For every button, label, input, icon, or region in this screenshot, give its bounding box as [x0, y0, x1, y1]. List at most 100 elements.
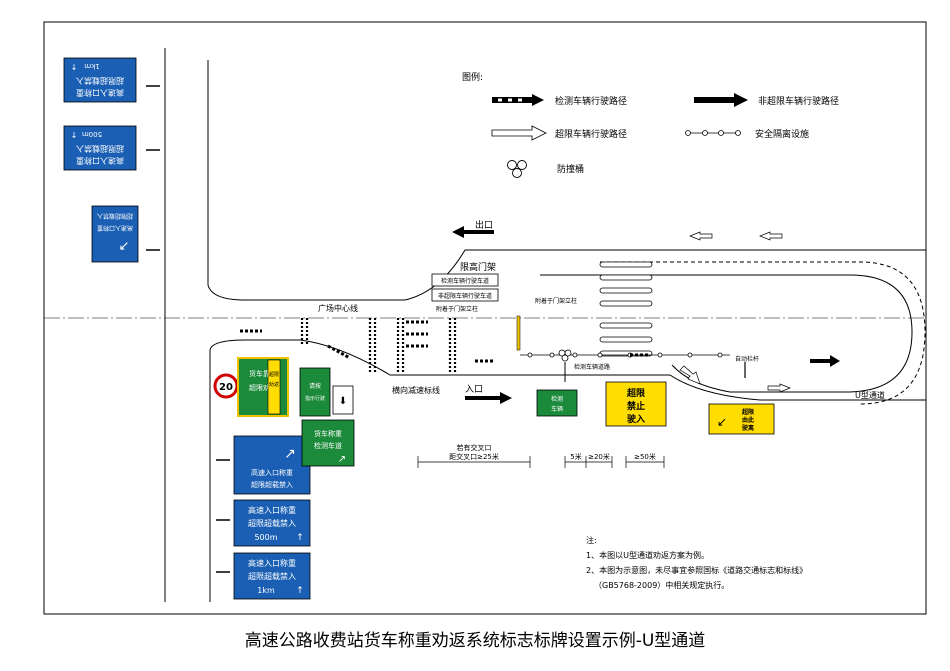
diagram-labels: 出口 入口 限高门架 广场中心线 横向减速标线 U型通道 自动栏杆 附着于门架立… — [318, 219, 885, 400]
transverse-markings — [300, 318, 457, 374]
svg-text:超限: 超限 — [741, 408, 754, 416]
svg-text:车辆: 车辆 — [551, 405, 563, 413]
overhead-sign-1: 检测车辆行驶车道 — [431, 273, 499, 287]
sign-yellow-exit: ↙ 超限 由此 驶离 — [708, 403, 775, 435]
notes-line: 1、本图以U型通道劝返方案为例。 — [586, 550, 709, 560]
notes: 注: 1、本图以U型通道劝返方案为例。 2、本图为示意图，未尽事宜参照国标《道路… — [586, 535, 807, 590]
svg-text:检测: 检测 — [551, 395, 563, 403]
arrow-diagonal-icon: ↗ — [338, 454, 346, 465]
svg-text:禁止: 禁止 — [627, 400, 645, 412]
notes-title: 注: — [586, 535, 597, 545]
sign-green-lane: 货车称重 检测车道 ↗ — [301, 419, 355, 467]
svg-text:高速入口称重: 高速入口称重 — [76, 88, 124, 98]
pole-label-mid: 附着于门架立柱 — [436, 305, 478, 313]
svg-text:500m: 500m — [254, 533, 277, 542]
svg-text:超限劝返: 超限劝返 — [249, 383, 277, 392]
toll-islands — [599, 261, 653, 357]
arrow-up-icon: ↑ — [71, 62, 78, 71]
plaza-centerline-label: 广场中心线 — [318, 303, 358, 313]
overhead-sign-2: 非超限车辆行驶车道 — [431, 288, 499, 302]
svg-text:1km: 1km — [84, 62, 100, 70]
sign-green-right: 货车靠右 超限劝返 ↗ — [237, 357, 289, 417]
overhead-sign-text: 非超限车辆行驶车道 — [438, 292, 492, 300]
svg-text:≥50米: ≥50米 — [634, 452, 656, 461]
svg-text:超限超载禁入: 超限超载禁入 — [97, 212, 133, 220]
exit-label: 出口 — [475, 219, 493, 231]
legend-label: 超限车辆行驶路径 — [555, 128, 627, 140]
svg-text:5米: 5米 — [570, 452, 581, 461]
sign-yellow-no-entry: 超限 禁止 驶入 — [605, 381, 667, 427]
path-arrows — [240, 226, 840, 404]
sign-white-arrow: ⬇ — [332, 385, 354, 415]
legend-label: 安全隔离设施 — [755, 128, 809, 140]
sign-turn-right: ↗ 高速入口称重 超限超载禁入 — [233, 435, 311, 495]
notes-line: （GB5768-2009）中相关规定执行。 — [594, 580, 729, 590]
sign-green-instruction: 请按 指示行驶 — [299, 367, 331, 417]
legend-detection-path-icon — [492, 94, 544, 106]
transverse-label: 横向减速标线 — [392, 385, 440, 395]
legend-normal-path-icon — [694, 93, 748, 107]
arrow-up-icon: ↑ — [71, 130, 78, 139]
svg-text:500m: 500m — [82, 130, 102, 138]
dimensions — [417, 456, 665, 468]
sign-500m: 高速入口称重 超限超载禁入 500m ↑ — [233, 499, 311, 547]
booth-label: 检测车辆道路 — [574, 363, 610, 371]
diagram-caption: 高速公路收费站货车称重劝返系统标志标牌设置示例-U型通道 — [244, 631, 706, 651]
svg-text:超限: 超限 — [626, 387, 646, 399]
svg-text:超限超载禁入: 超限超载禁入 — [248, 518, 296, 528]
dimension-labels: 若有交叉口 距交叉口≥25米 5米 ≥20米 ≥50米 — [449, 443, 656, 461]
svg-text:高速入口称重: 高速入口称重 — [97, 224, 133, 232]
legend-label: 非超限车辆行驶路径 — [758, 95, 839, 107]
svg-text:货车称重: 货车称重 — [314, 429, 342, 438]
arrow-diagonal-icon: ↗ — [119, 238, 130, 253]
arrow-down-icon: ⬇ — [339, 396, 347, 407]
svg-text:超限超载禁入: 超限超载禁入 — [76, 76, 124, 86]
arrow-up-icon: ↑ — [296, 533, 304, 543]
svg-text:高速入口称重: 高速入口称重 — [248, 558, 296, 568]
road-edges — [164, 48, 926, 602]
sign-rotated-1km: 高速入口称重 超限超载禁入 1km ↑ — [63, 57, 137, 103]
svg-text:由此: 由此 — [742, 416, 754, 424]
sign-1km: 高速入口称重 超限超载禁入 1km ↑ — [233, 552, 311, 600]
svg-text:劝返: 劝返 — [269, 381, 279, 388]
svg-text:若有交叉口: 若有交叉口 — [457, 443, 492, 452]
legend-label: 检测车辆行驶路径 — [555, 95, 627, 107]
gantry-label: 限高门架 — [460, 261, 496, 273]
speed-limit-sign: 20 — [213, 373, 239, 399]
legend-label: 防撞桶 — [557, 163, 584, 175]
overhead-sign-text: 检测车辆行驶车道 — [441, 277, 489, 285]
legend-crash-barrel-icon — [507, 160, 527, 178]
sign-green-small: 检测 车辆 — [536, 389, 578, 417]
svg-text:1km: 1km — [257, 586, 275, 595]
legend-overlimit-path-icon — [491, 125, 547, 141]
legend-title: 图例: — [462, 71, 483, 83]
svg-text:超限: 超限 — [269, 371, 279, 378]
sign-rotated-turn: ↗ 高速入口称重 超限超载禁入 — [91, 205, 139, 263]
svg-text:高速入口称重: 高速入口称重 — [248, 505, 296, 515]
gantry-post — [516, 315, 521, 351]
svg-text:驶入: 驶入 — [627, 413, 645, 425]
u-channel-label: U型通道 — [855, 390, 885, 400]
arrow-up-icon: ↑ — [296, 586, 304, 596]
notes-line: 2、本图为示意图，未尽事宜参照国标《道路交通标志和标线》 — [586, 565, 807, 575]
svg-text:指示行驶: 指示行驶 — [305, 395, 325, 402]
arrow-diagonal-icon: ↗ — [284, 446, 296, 462]
svg-text:超限超载禁入: 超限超载禁入 — [251, 480, 293, 489]
sign-rotated-500m: 高速入口称重 超限超载禁入 500m ↑ — [63, 125, 137, 171]
auto-gate-label: 自动栏杆 — [735, 355, 759, 363]
svg-text:高速入口称重: 高速入口称重 — [251, 468, 293, 477]
pole-label-top: 附着于门架立柱 — [535, 297, 577, 305]
svg-text:货车靠右: 货车靠右 — [249, 369, 277, 378]
svg-text:检测车道: 检测车道 — [314, 441, 342, 450]
sign-yellow-strip: 超限 劝返 — [267, 359, 281, 415]
arrow-diagonal-icon: ↙ — [717, 415, 727, 429]
svg-text:20: 20 — [219, 382, 233, 393]
entry-label: 入口 — [465, 384, 483, 395]
svg-text:超限超载禁入: 超限超载禁入 — [248, 571, 296, 581]
svg-text:距交叉口≥25米: 距交叉口≥25米 — [449, 452, 499, 461]
legend-isolation-icon — [685, 130, 741, 136]
svg-text:≥20米: ≥20米 — [588, 452, 610, 461]
legend: 图例: 检测车辆行驶路径 非超限车辆行驶路径 超限车辆行驶路径 安 — [462, 71, 839, 178]
svg-text:高速入口称重: 高速入口称重 — [76, 156, 124, 166]
